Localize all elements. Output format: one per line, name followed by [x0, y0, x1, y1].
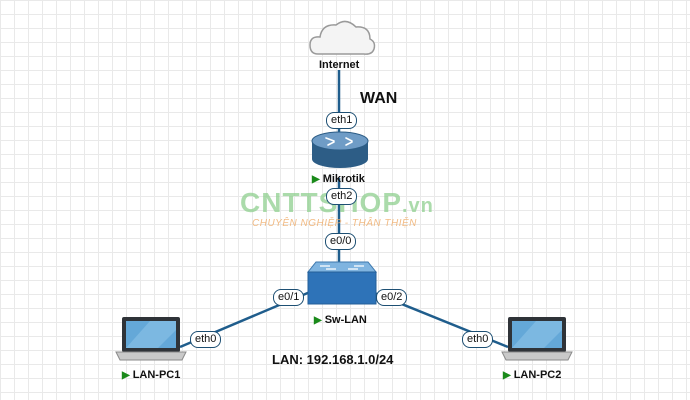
laptop-icon[interactable]	[115, 317, 187, 361]
port-mikrotik-eth2[interactable]: eth2	[326, 188, 358, 205]
watermark-tagline: CHUYÊN NGHIỆP - THÂN THIỆN	[252, 218, 417, 229]
port-pc2-eth0[interactable]: eth0	[462, 331, 494, 348]
internet-label: Internet	[319, 59, 360, 71]
port-switch-e01[interactable]: e0/1	[273, 289, 305, 306]
laptop-icon[interactable]	[501, 317, 573, 361]
play-icon: ▶	[503, 370, 511, 381]
port-pc1-eth0[interactable]: eth0	[190, 331, 222, 348]
port-mikrotik-eth1[interactable]: eth1	[326, 112, 358, 129]
port-switch-e00[interactable]: e0/0	[325, 233, 357, 250]
lan-subnet-label: LAN: 192.168.1.0/24	[272, 352, 394, 367]
router-icon[interactable]	[311, 131, 369, 168]
switch-label: ▶Sw-LAN	[314, 314, 367, 326]
pc1-label: ▶LAN-PC1	[122, 369, 181, 381]
switch-icon[interactable]	[306, 261, 378, 305]
wan-label: WAN	[360, 90, 398, 107]
play-icon: ▶	[312, 174, 320, 185]
play-icon: ▶	[314, 315, 322, 326]
mikrotik-label: ▶Mikrotik	[312, 173, 365, 185]
cloud-icon[interactable]	[309, 20, 376, 55]
play-icon: ▶	[122, 370, 130, 381]
watermark-brand: CNTTSHOP.vn	[240, 187, 434, 218]
pc2-label: ▶LAN-PC2	[503, 369, 562, 381]
port-switch-e02[interactable]: e0/2	[376, 289, 408, 306]
